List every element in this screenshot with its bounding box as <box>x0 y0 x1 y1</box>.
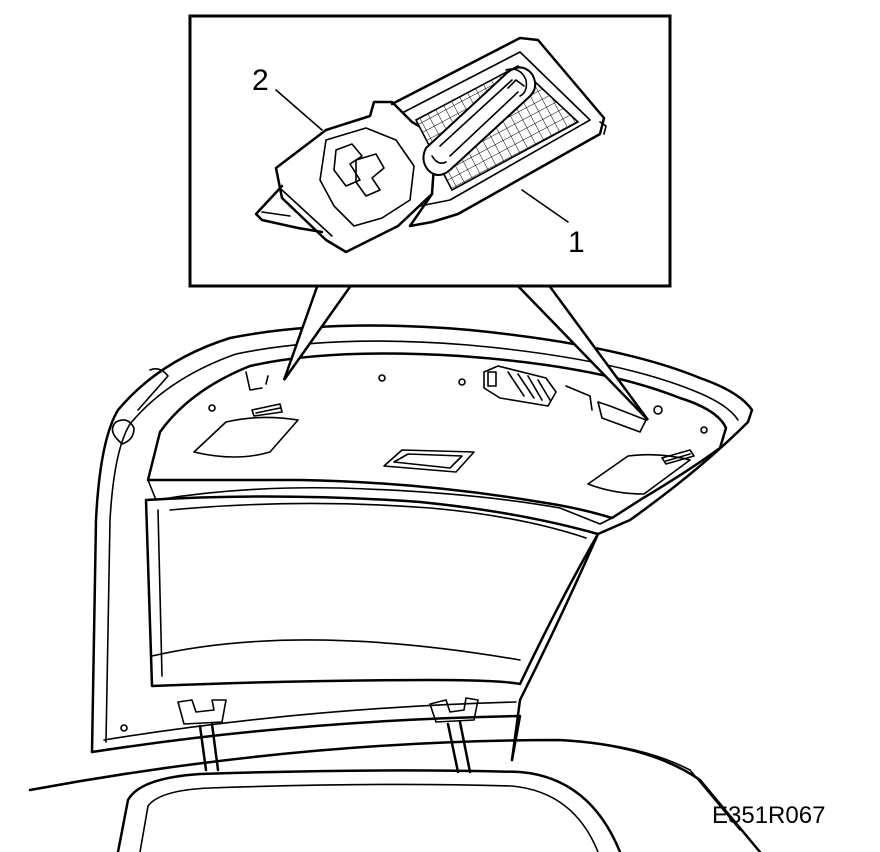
lamp-lens <box>390 36 607 228</box>
left-vent <box>251 403 283 417</box>
rear-window <box>144 495 600 688</box>
callout-1-label: 1 <box>568 226 585 259</box>
leader-1 <box>521 189 569 223</box>
left-lamp-position <box>245 371 269 391</box>
right-lamp-position <box>597 401 647 433</box>
tailgate-outer-frame <box>90 324 754 762</box>
leader-2 <box>275 89 323 131</box>
detail-inset: 2 1 <box>188 14 672 288</box>
left-lamp-recess <box>193 416 299 458</box>
tailgate-illustration <box>28 324 762 852</box>
upper-trim-panel <box>146 352 728 520</box>
inset-frame <box>188 14 672 288</box>
festoon-bulb <box>422 66 537 176</box>
callout-2-label: 2 <box>252 64 269 97</box>
center-handle-recess <box>383 449 475 473</box>
car-body <box>28 738 762 852</box>
right-hinge <box>429 697 479 774</box>
right-lamp-recess <box>587 453 691 495</box>
callout-pointers <box>282 282 650 421</box>
figure-code: E351R067 <box>712 802 825 829</box>
latch-mechanism <box>483 365 593 411</box>
tailgate-lower-edge <box>90 714 522 762</box>
right-vent <box>661 449 695 465</box>
